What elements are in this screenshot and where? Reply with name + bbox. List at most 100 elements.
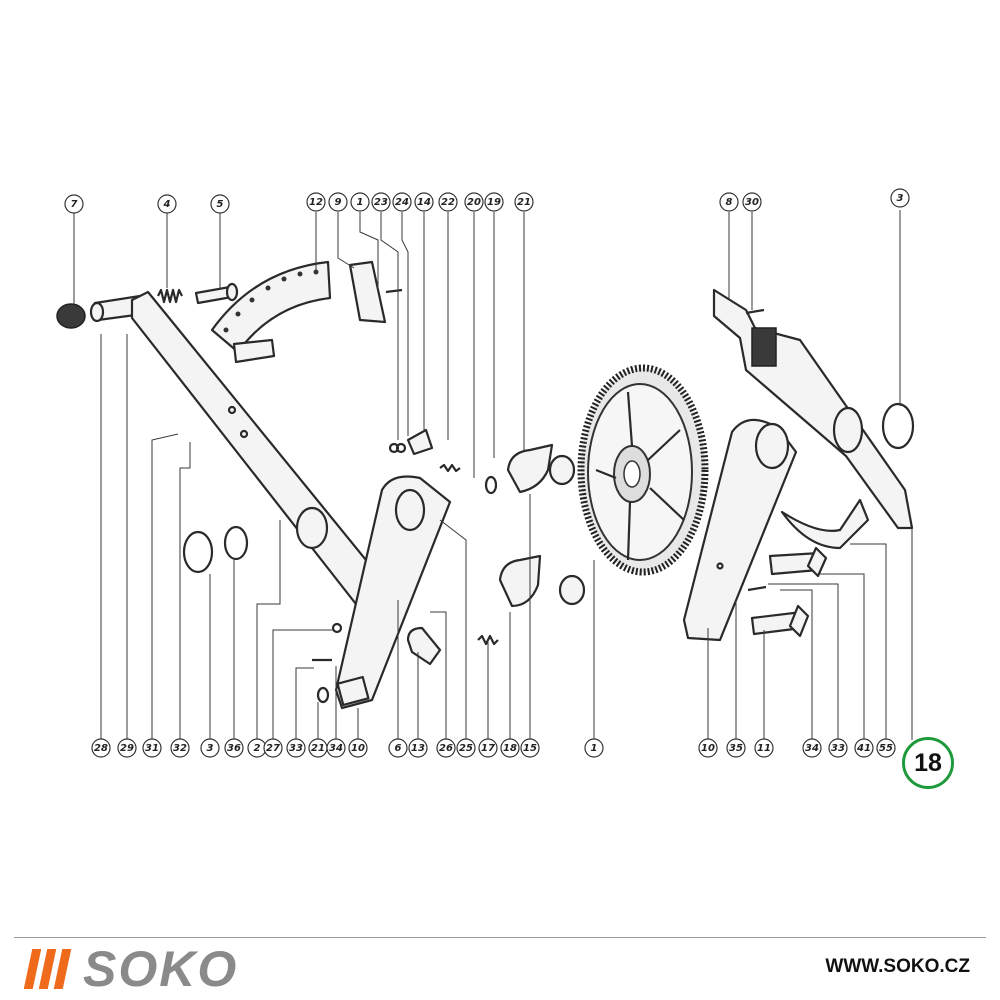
callout-number: 34 <box>329 743 343 754</box>
callout-number: 11 <box>757 743 771 754</box>
callout-number: 29 <box>120 743 134 754</box>
callout-number: 36 <box>227 743 241 754</box>
soko-logo[interactable]: SOKO <box>23 941 239 997</box>
cam-lever-upper <box>506 443 554 494</box>
pin-11-head <box>788 604 810 638</box>
callout-number: 25 <box>459 743 473 754</box>
callout-number: 3 <box>897 193 904 204</box>
callout-number: 15 <box>523 743 537 754</box>
dark-pad <box>751 327 777 367</box>
spring-small <box>439 463 461 473</box>
callout-number: 1 <box>357 197 364 208</box>
callout-number: 35 <box>729 743 743 754</box>
part-callout: 31 <box>142 738 162 758</box>
callout-number: 28 <box>94 743 108 754</box>
part-callout: 8 <box>719 192 739 212</box>
callout-number: 33 <box>831 743 845 754</box>
center-side-plate <box>334 475 452 710</box>
part-drawings <box>56 260 586 710</box>
leader-lines <box>73 210 913 740</box>
part-callout: 12 <box>306 192 326 212</box>
part-callout: 36 <box>224 738 244 758</box>
part-callout: 25 <box>456 738 476 758</box>
ring-21 <box>316 686 330 704</box>
callout-number: 24 <box>395 197 409 208</box>
part-callout: 19 <box>484 192 504 212</box>
page-number-badge: 18 <box>902 737 954 789</box>
part-callout: 14 <box>414 192 434 212</box>
callout-number: 5 <box>217 199 224 210</box>
ring-3 <box>881 402 915 450</box>
part-callout: 24 <box>392 192 412 212</box>
part-callout: 22 <box>438 192 458 212</box>
part-callout: 17 <box>478 738 498 758</box>
spring-part <box>157 288 183 304</box>
callout-number: 21 <box>311 743 325 754</box>
part-callout: 2 <box>247 738 267 758</box>
right-plate-hole <box>716 562 724 570</box>
callout-number: 4 <box>163 199 171 210</box>
callout-number: 18 <box>503 743 517 754</box>
arm-bushing <box>295 506 329 550</box>
fitting-13 <box>406 626 442 666</box>
part-callout: 34 <box>326 738 346 758</box>
callout-number: 19 <box>487 197 501 208</box>
part-callout: 21 <box>514 192 534 212</box>
part-callout: 28 <box>91 738 111 758</box>
clamp-shoe <box>780 498 870 550</box>
part-callout: 30 <box>742 192 762 212</box>
gear-wheel <box>577 364 709 576</box>
part-callout: 3 <box>200 738 220 758</box>
callout-number: 6 <box>395 743 402 754</box>
roller-upper <box>548 454 576 486</box>
part-callout: 6 <box>388 738 408 758</box>
callout-number: 30 <box>745 197 759 208</box>
part-callout: 1 <box>350 192 370 212</box>
roller-lower <box>558 574 586 606</box>
part-callout: 23 <box>371 192 391 212</box>
callout-number: 9 <box>335 197 342 208</box>
callout-number: 17 <box>481 743 495 754</box>
page-number: 18 <box>914 748 942 777</box>
right-side-plate <box>682 418 798 642</box>
part-callout: 55 <box>876 738 896 758</box>
callout-number: 13 <box>411 743 425 754</box>
sector-tab <box>232 338 276 364</box>
link-part <box>406 428 434 456</box>
right-plate-bore <box>754 422 790 470</box>
sector-plate <box>210 260 332 354</box>
callout-number: 33 <box>289 743 303 754</box>
callout-number: 31 <box>145 743 159 754</box>
cam-lever-lower <box>498 554 542 608</box>
logo-wordmark: SOKO <box>83 941 239 997</box>
ring-large <box>182 530 214 574</box>
part-callout: 32 <box>170 738 190 758</box>
part-callout: 26 <box>436 738 456 758</box>
part-callout: 1 <box>584 738 604 758</box>
callout-number: 10 <box>701 743 715 754</box>
callout-number: 12 <box>309 197 323 208</box>
callout-number: 55 <box>879 743 893 754</box>
washer-part <box>395 442 407 454</box>
footer-divider <box>14 937 986 938</box>
part-callout: 21 <box>308 738 328 758</box>
part-callout: 33 <box>286 738 306 758</box>
part-callout: 35 <box>726 738 746 758</box>
sector-holes <box>223 269 319 333</box>
callout-number: 21 <box>517 197 531 208</box>
right-assembly <box>682 288 915 642</box>
part-callout: 15 <box>520 738 540 758</box>
part-callout: 33 <box>828 738 848 758</box>
website-link[interactable]: WWW.SOKO.CZ <box>825 956 970 977</box>
callout-number: 34 <box>805 743 819 754</box>
part-callout: 20 <box>464 192 484 212</box>
part-callout: 29 <box>117 738 137 758</box>
part-callout: 9 <box>328 192 348 212</box>
part-callout: 3 <box>890 188 910 208</box>
bracket-bore <box>832 406 864 454</box>
part-callout: 10 <box>698 738 718 758</box>
washer-27 <box>331 622 343 634</box>
callout-number: 26 <box>439 743 453 754</box>
screw-30 <box>745 308 765 315</box>
small-screw <box>385 288 403 294</box>
